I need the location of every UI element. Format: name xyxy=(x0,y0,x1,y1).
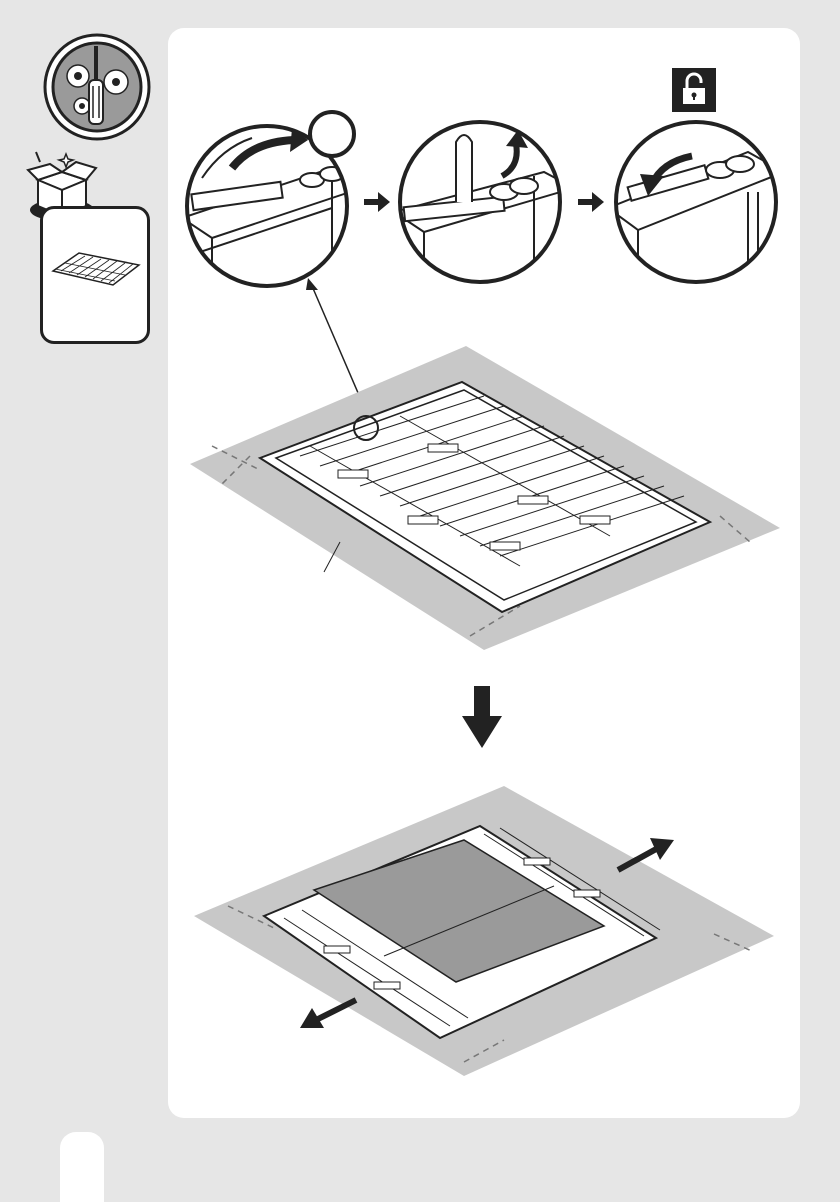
expanded-floor-frame xyxy=(194,786,774,1076)
parts-card xyxy=(40,206,150,344)
latch-detail-1 xyxy=(182,108,356,304)
double-arrow-icon xyxy=(300,996,360,1030)
double-arrow-icon xyxy=(614,838,674,874)
next-arrow-icon xyxy=(364,192,390,212)
down-arrow-icon xyxy=(462,686,502,748)
next-arrow-icon xyxy=(578,192,604,212)
latch-detail-2 xyxy=(394,112,566,292)
latch-detail-3 xyxy=(608,112,784,292)
folded-floor-frame xyxy=(190,346,780,650)
unlock-padlock-icon xyxy=(672,68,716,112)
tools-icon xyxy=(42,32,152,142)
floor-frame-thumbnail xyxy=(49,247,141,287)
